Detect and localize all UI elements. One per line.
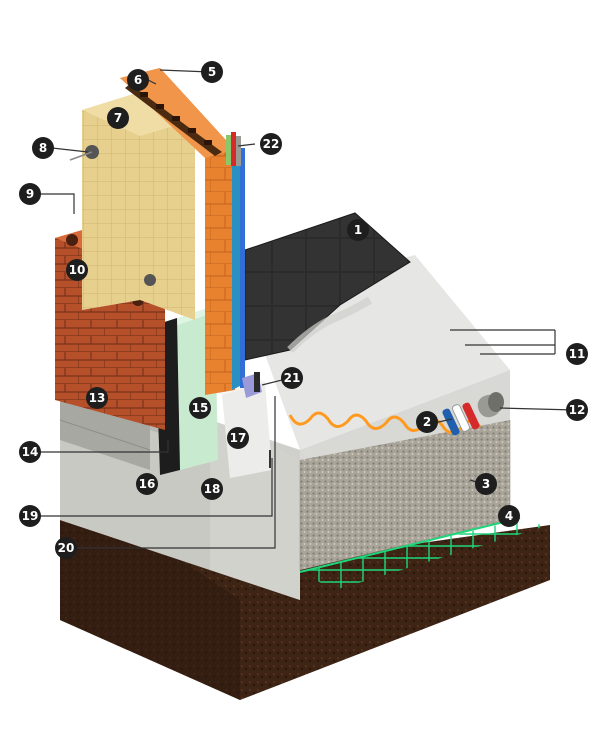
svg-text:20: 20 [58, 541, 75, 555]
svg-text:7: 7 [114, 111, 122, 125]
svg-text:9: 9 [26, 187, 34, 201]
reinforcement-mesh [299, 517, 550, 590]
ceramic-block-wall [120, 68, 235, 395]
callout-4: 4 [498, 505, 520, 527]
leader-lines [30, 69, 576, 549]
svg-text:15: 15 [192, 401, 209, 415]
callout-2: 2 [416, 411, 438, 433]
svg-text:8: 8 [39, 141, 47, 155]
callout-16: 16 [136, 473, 158, 495]
callout-14: 14 [19, 441, 41, 463]
callout-badges: 1 2 3 4 5 6 7 8 9 10 11 12 13 14 15 16 1… [19, 61, 588, 559]
callout-6: 6 [127, 69, 149, 91]
svg-text:4: 4 [505, 509, 513, 523]
callout-15: 15 [189, 397, 211, 419]
cable-bundle [442, 402, 480, 436]
svg-text:16: 16 [139, 477, 156, 491]
svg-text:1: 1 [354, 223, 362, 237]
svg-text:21: 21 [284, 371, 301, 385]
callout-17: 17 [227, 427, 249, 449]
callout-10: 10 [66, 259, 88, 281]
svg-text:13: 13 [89, 391, 106, 405]
heating-pipes [288, 411, 482, 434]
svg-text:2: 2 [423, 415, 431, 429]
callout-20: 20 [55, 537, 77, 559]
vertical-membrane [232, 148, 245, 390]
callout-18: 18 [201, 478, 223, 500]
callout-21: 21 [281, 367, 303, 389]
svg-text:3: 3 [482, 477, 490, 491]
svg-text:10: 10 [69, 263, 86, 277]
svg-text:17: 17 [230, 431, 247, 445]
callout-19: 19 [19, 505, 41, 527]
callout-12: 12 [566, 399, 588, 421]
svg-text:6: 6 [134, 73, 142, 87]
callout-8: 8 [32, 137, 54, 159]
callout-11: 11 [566, 343, 588, 365]
callout-22: 22 [260, 133, 282, 155]
mineral-wool [69, 92, 195, 320]
drain-pipe [477, 392, 504, 418]
callout-7: 7 [107, 107, 129, 129]
callout-3: 3 [475, 473, 497, 495]
svg-text:5: 5 [208, 65, 216, 79]
svg-text:12: 12 [569, 403, 586, 417]
svg-text:14: 14 [22, 445, 39, 459]
conduit-tubes [226, 132, 241, 166]
callout-5: 5 [201, 61, 223, 83]
callout-13: 13 [86, 387, 108, 409]
svg-text:22: 22 [263, 137, 280, 151]
svg-text:18: 18 [204, 482, 221, 496]
callout-1: 1 [347, 219, 369, 241]
svg-text:19: 19 [22, 509, 39, 523]
callout-9: 9 [19, 183, 41, 205]
svg-text:11: 11 [569, 347, 586, 361]
edge-strip [242, 372, 262, 398]
